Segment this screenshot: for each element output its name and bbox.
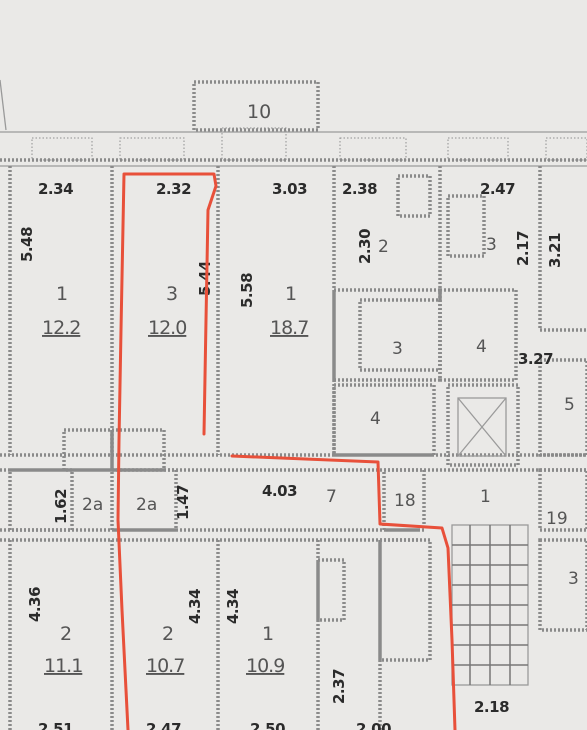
room-bottom-c-area: 10.9: [246, 655, 284, 677]
bottom-dim-1: 2.47: [146, 720, 181, 730]
lower-partitions: [8, 538, 587, 730]
top-block: 10: [192, 80, 320, 132]
top-block-label: 10: [247, 101, 271, 123]
room-bottom-c-number: 1: [262, 623, 274, 645]
room-top-c-width: 3.03: [272, 180, 307, 198]
bottom-dim-0: 2.51: [38, 720, 73, 730]
outer-walls: [0, 79, 587, 542]
hall-dim-b: 1.47: [174, 485, 192, 520]
room-bottom-a-number: 2: [60, 623, 72, 645]
room-top-a-number: 1: [56, 283, 68, 305]
room-5: 5: [564, 395, 575, 415]
corridor-length: 4.03: [262, 482, 297, 500]
room-4-low: 4: [370, 409, 381, 429]
room-4-mid: 4: [476, 337, 487, 357]
room-top-c-length: 5.58: [238, 273, 256, 308]
room-top-b-number: 3: [166, 283, 178, 305]
room-top-e-width: 2.47: [480, 180, 515, 198]
hall-a: 2a: [82, 495, 103, 515]
room-bottom-a-length: 4.36: [26, 587, 44, 622]
dim-218: 2.18: [474, 698, 509, 716]
dim-327: 3.27: [518, 350, 553, 368]
room-top-d-width: 2.38: [342, 180, 377, 198]
bottom-dim-2: 2.50: [250, 720, 285, 730]
room-top-b-length: 5.44: [196, 261, 214, 296]
room-top-b-width: 2.32: [156, 180, 191, 198]
room-top-f-length: 3.21: [546, 233, 564, 268]
corridor-number: 7: [326, 487, 337, 507]
room-top-f: 3.21: [546, 233, 564, 268]
room-bottom-a-area: 11.1: [44, 655, 82, 677]
dim-237: 2.37: [330, 669, 348, 704]
room-bottom-c-length: 4.34: [224, 589, 242, 624]
upper-partitions: [8, 166, 587, 455]
room-top-d: 2.38 2.30 2: [342, 180, 389, 264]
room-top-a-area: 12.2: [42, 317, 80, 339]
room-bottom-a: 4.36 2 11.1: [26, 587, 83, 677]
hall-b: 2a: [136, 495, 157, 515]
room-bottom-c: 4.34 1 10.9: [224, 589, 285, 677]
mid-labels: 3 4 4 5 3.27: [370, 337, 575, 429]
upper-right-cluster: [332, 174, 587, 467]
room-top-a-width: 2.34: [38, 180, 73, 198]
room-top-c: 3.03 5.58 1 18.7: [238, 180, 309, 339]
room-top-c-number: 1: [285, 283, 297, 305]
room-top-e: 2.47 2.17 3: [480, 180, 532, 266]
room-top-e-length: 2.17: [514, 231, 532, 266]
room-top-b-area: 12.0: [148, 317, 186, 339]
room-3-mid: 3: [392, 339, 403, 359]
highlight-outline: [116, 172, 457, 730]
room-1-right: 1: [480, 487, 491, 507]
room-top-e-number: 3: [486, 235, 497, 255]
hall-dim-a: 1.62: [52, 489, 70, 524]
room-top-b: 2.32 5.44 3 12.0: [148, 180, 214, 339]
room-bottom-b-length: 4.34: [186, 589, 204, 624]
room-top-c-area: 18.7: [270, 317, 308, 339]
room-bottom-b-area: 10.7: [146, 655, 184, 677]
lower-misc-labels: 2.37 2.18 3 2.51 2.47 2.50 2.00: [38, 569, 579, 730]
room-top-a: 2.34 5.48 1 12.2: [18, 180, 81, 339]
staircase: [451, 524, 529, 686]
room-top-d-number: 2: [378, 237, 389, 257]
room-19: 19: [546, 509, 568, 529]
room-18: 18: [394, 491, 416, 511]
room-3-right: 3: [568, 569, 579, 589]
room-bottom-b-number: 2: [162, 623, 174, 645]
hallway-blocks: [8, 428, 587, 532]
room-top-d-length: 2.30: [356, 229, 374, 264]
corridor-labels: 4.03 7 2a 2a 1.62 1.47 1 19 18: [52, 482, 568, 529]
room-top-a-length: 5.48: [18, 227, 36, 262]
bottom-dim-3: 2.00: [356, 720, 391, 730]
top-windows: [31, 127, 587, 161]
room-bottom-b: 4.34 2 10.7: [146, 589, 204, 677]
